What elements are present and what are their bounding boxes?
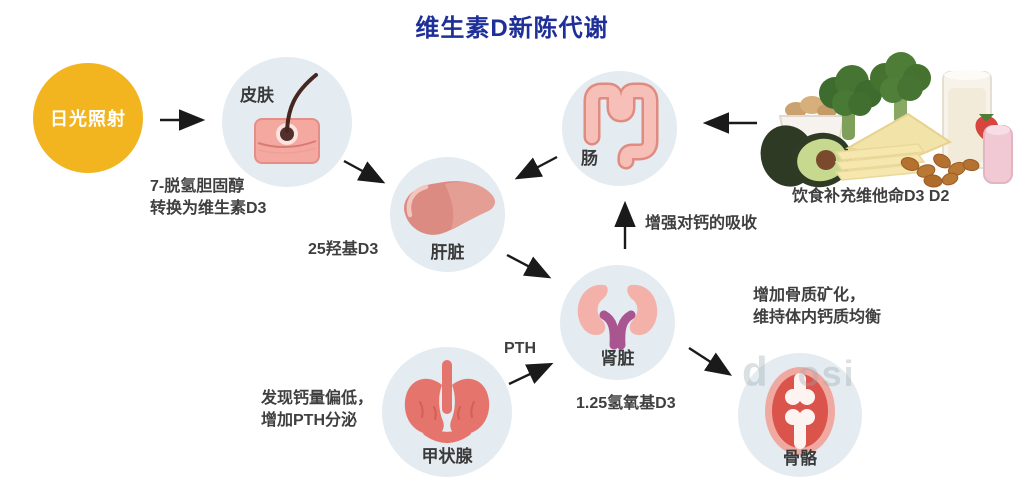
liver-icon: [404, 181, 495, 235]
vitamin-d-foods-icon: [760, 52, 1013, 188]
bone-joint-icon: [765, 367, 835, 455]
bone-note-line2: 维持体内钙质均衡: [753, 309, 882, 327]
skin-label: 皮肤: [240, 86, 274, 105]
thyroid-label: 甲状腺: [421, 447, 473, 466]
node-thyroid: 甲状腺: [382, 347, 512, 477]
liver-metabolite-label: 25羟基D3: [308, 241, 379, 258]
bone-label: 骨骼: [783, 449, 817, 468]
skin-note-line2: 转换为维生素D3: [150, 200, 267, 218]
intestine-icon: [583, 82, 659, 170]
node-liver: 肝脏: [390, 157, 505, 272]
liver-label: 肝脏: [430, 243, 465, 262]
calcium-absorption-label: 增强对钙的吸收: [645, 215, 758, 232]
intestine-label: 肠: [581, 149, 598, 168]
stock-watermark-part2: osi: [797, 353, 856, 394]
node-kidney: 肾脏: [560, 265, 675, 380]
thyroid-icon: [404, 360, 490, 443]
skin-follicle-icon: [254, 73, 320, 164]
bone-note: 增加骨质矿化， 维持体内钙质均衡: [753, 285, 881, 330]
food-illustration: [758, 48, 1014, 193]
stock-watermark-part1: d: [742, 348, 770, 395]
kidneys-icon: [577, 284, 658, 350]
thyroid-note: 发现钙量偏低， 增加PTH分泌: [261, 388, 373, 433]
thyroid-note-line1: 发现钙量偏低，: [261, 390, 374, 407]
arrow-intestine-to-liver: [514, 155, 558, 180]
thyroid-note-line2: 增加PTH分泌: [261, 412, 358, 430]
bone-note-line1: 增加骨质矿化，: [753, 287, 866, 304]
kidney-label: 肾脏: [600, 349, 635, 368]
diet-note: 饮食补充维他命D3 D2: [792, 188, 950, 205]
node-skin: 皮肤: [222, 57, 352, 187]
node-bone: 骨骼: [738, 353, 862, 477]
skin-note-line1: 7-脱氢胆固醇: [150, 178, 245, 195]
kidney-metabolite-label: 1.25氢氧基D3: [576, 395, 676, 412]
skin-conversion-note: 7-脱氢胆固醇 转换为维生素D3: [150, 176, 266, 221]
arrow-thyroid-to-kidney: [508, 362, 554, 386]
sunlight-label: 日光照射: [50, 109, 126, 129]
arrow-kidney-to-bone: [688, 346, 733, 376]
node-sunlight: 日光照射: [33, 63, 143, 173]
arrow-liver-to-kidney: [506, 253, 552, 279]
page-title: 维生素D新陈代谢: [415, 15, 609, 42]
node-intestine: 肠: [562, 71, 677, 186]
pth-label: PTH: [504, 340, 536, 357]
